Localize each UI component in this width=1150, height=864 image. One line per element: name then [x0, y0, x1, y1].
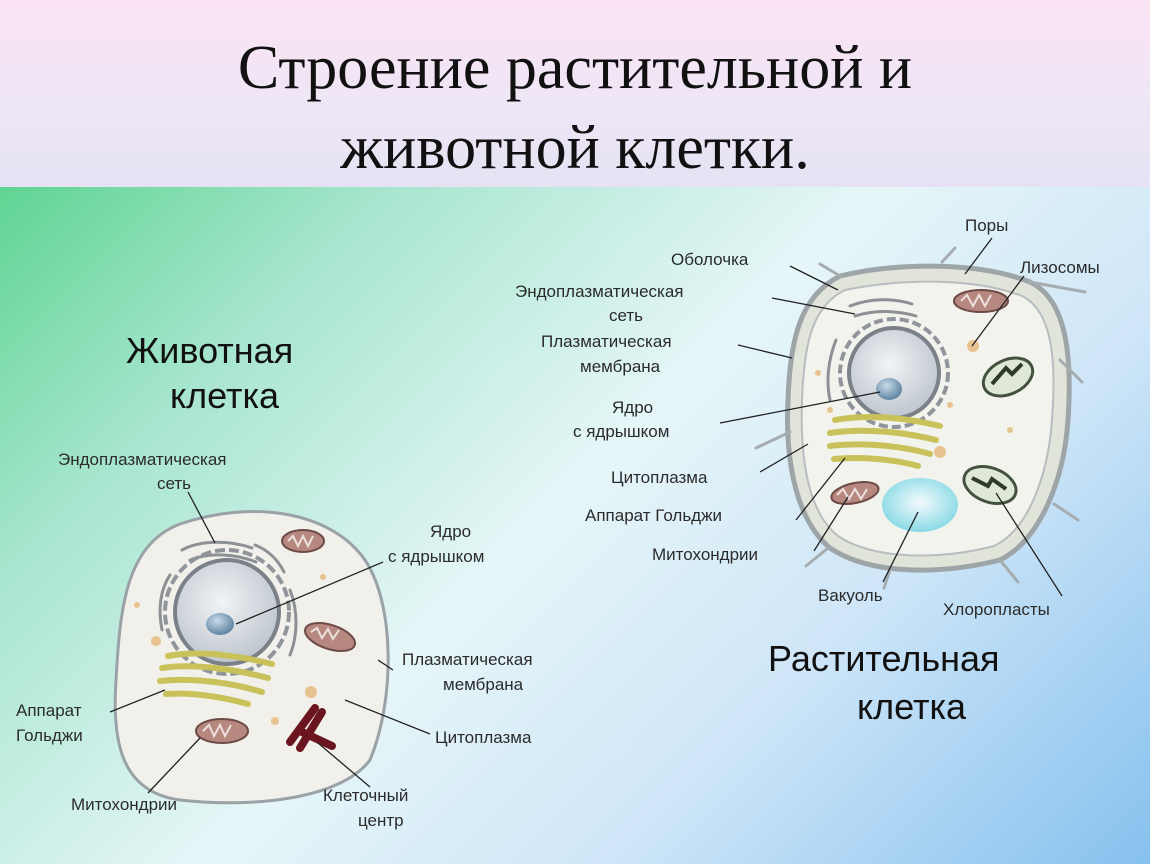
plant-label-nucleus-1: Ядро: [612, 398, 653, 417]
plant-nucleus: [838, 317, 950, 429]
animal-label-golgi-2: Гольджи: [16, 726, 83, 745]
animal-label-centrosome-2: центр: [358, 811, 404, 830]
animal-label-er-1: Эндоплазматическая: [58, 450, 227, 469]
animal-label-membrane-2: мембрана: [443, 675, 524, 694]
animal-leader-lines: [109, 491, 431, 794]
plant-label-mitochondria: Митохондрии: [652, 545, 758, 564]
animal-vesicles: [134, 574, 326, 725]
plant-cell: [754, 246, 1087, 590]
animal-label-mitochondria: Митохондрии: [71, 795, 177, 814]
plant-label-membrane-1: Плазматическая: [541, 332, 672, 351]
animal-label-nucleus-1: Ядро: [430, 522, 471, 541]
plant-leader-lines: [719, 237, 1063, 597]
animal-label-cytoplasm: Цитоплазма: [435, 728, 532, 747]
plant-label-nucleus-2: с ядрышком: [573, 422, 669, 441]
animal-label-membrane-1: Плазматическая: [402, 650, 533, 669]
plant-label-chloroplasts: Хлоропласты: [943, 600, 1050, 619]
plant-vesicles: [815, 340, 1013, 458]
plant-cell-title-line-1: Растительная: [768, 638, 1000, 679]
animal-label-er-2: сеть: [157, 474, 191, 493]
title-line-1: Строение растительной и: [237, 34, 913, 102]
plant-label-wall: Оболочка: [671, 250, 749, 269]
animal-nucleus: [163, 548, 291, 676]
cell-diagram-svg: Животная клетка Эндоплазматическая сеть …: [16, 216, 1100, 830]
animal-cell: [113, 510, 390, 805]
title-line-2: животной клетки.: [340, 114, 810, 182]
animal-label-centrosome-1: Клеточный: [323, 786, 408, 805]
plant-golgi: [827, 414, 943, 469]
plant-label-vacuole: Вакуоль: [818, 586, 883, 605]
animal-label-nucleus-2: с ядрышком: [388, 547, 484, 566]
plant-vacuole: [882, 478, 958, 532]
plant-mitochondria: [830, 289, 1009, 505]
slide-header: Строение растительной и животной клетки.: [0, 0, 1150, 187]
plant-nucleolus: [876, 378, 902, 400]
plant-er: [826, 298, 918, 402]
plant-label-er-1: Эндоплазматическая: [515, 282, 684, 301]
slide-title: Строение растительной и животной клетки.: [0, 28, 1150, 188]
plant-label-lysosomes: Лизосомы: [1020, 258, 1100, 277]
plant-chloroplasts: [962, 356, 1035, 505]
animal-label-golgi-1: Аппарат: [16, 701, 82, 720]
animal-golgi: [157, 650, 275, 707]
plant-label-golgi: Аппарат Гольджи: [585, 506, 722, 525]
plant-label-er-2: сеть: [609, 306, 643, 325]
animal-cell-title-line-1: Животная: [126, 330, 293, 371]
plant-wall-protrusions: [754, 246, 1087, 590]
animal-centrosome: [286, 704, 336, 752]
plant-cell-title-line-2: клетка: [857, 686, 967, 727]
animal-cell-title-line-2: клетка: [170, 375, 280, 416]
animal-mitochondria: [195, 529, 357, 744]
plant-label-membrane-2: мембрана: [580, 357, 661, 376]
animal-nucleolus: [206, 613, 234, 635]
plant-label-pores: Поры: [965, 216, 1008, 235]
cell-diagram: Животная клетка Эндоплазматическая сеть …: [0, 187, 1150, 864]
plant-label-cytoplasm: Цитоплазма: [611, 468, 708, 487]
